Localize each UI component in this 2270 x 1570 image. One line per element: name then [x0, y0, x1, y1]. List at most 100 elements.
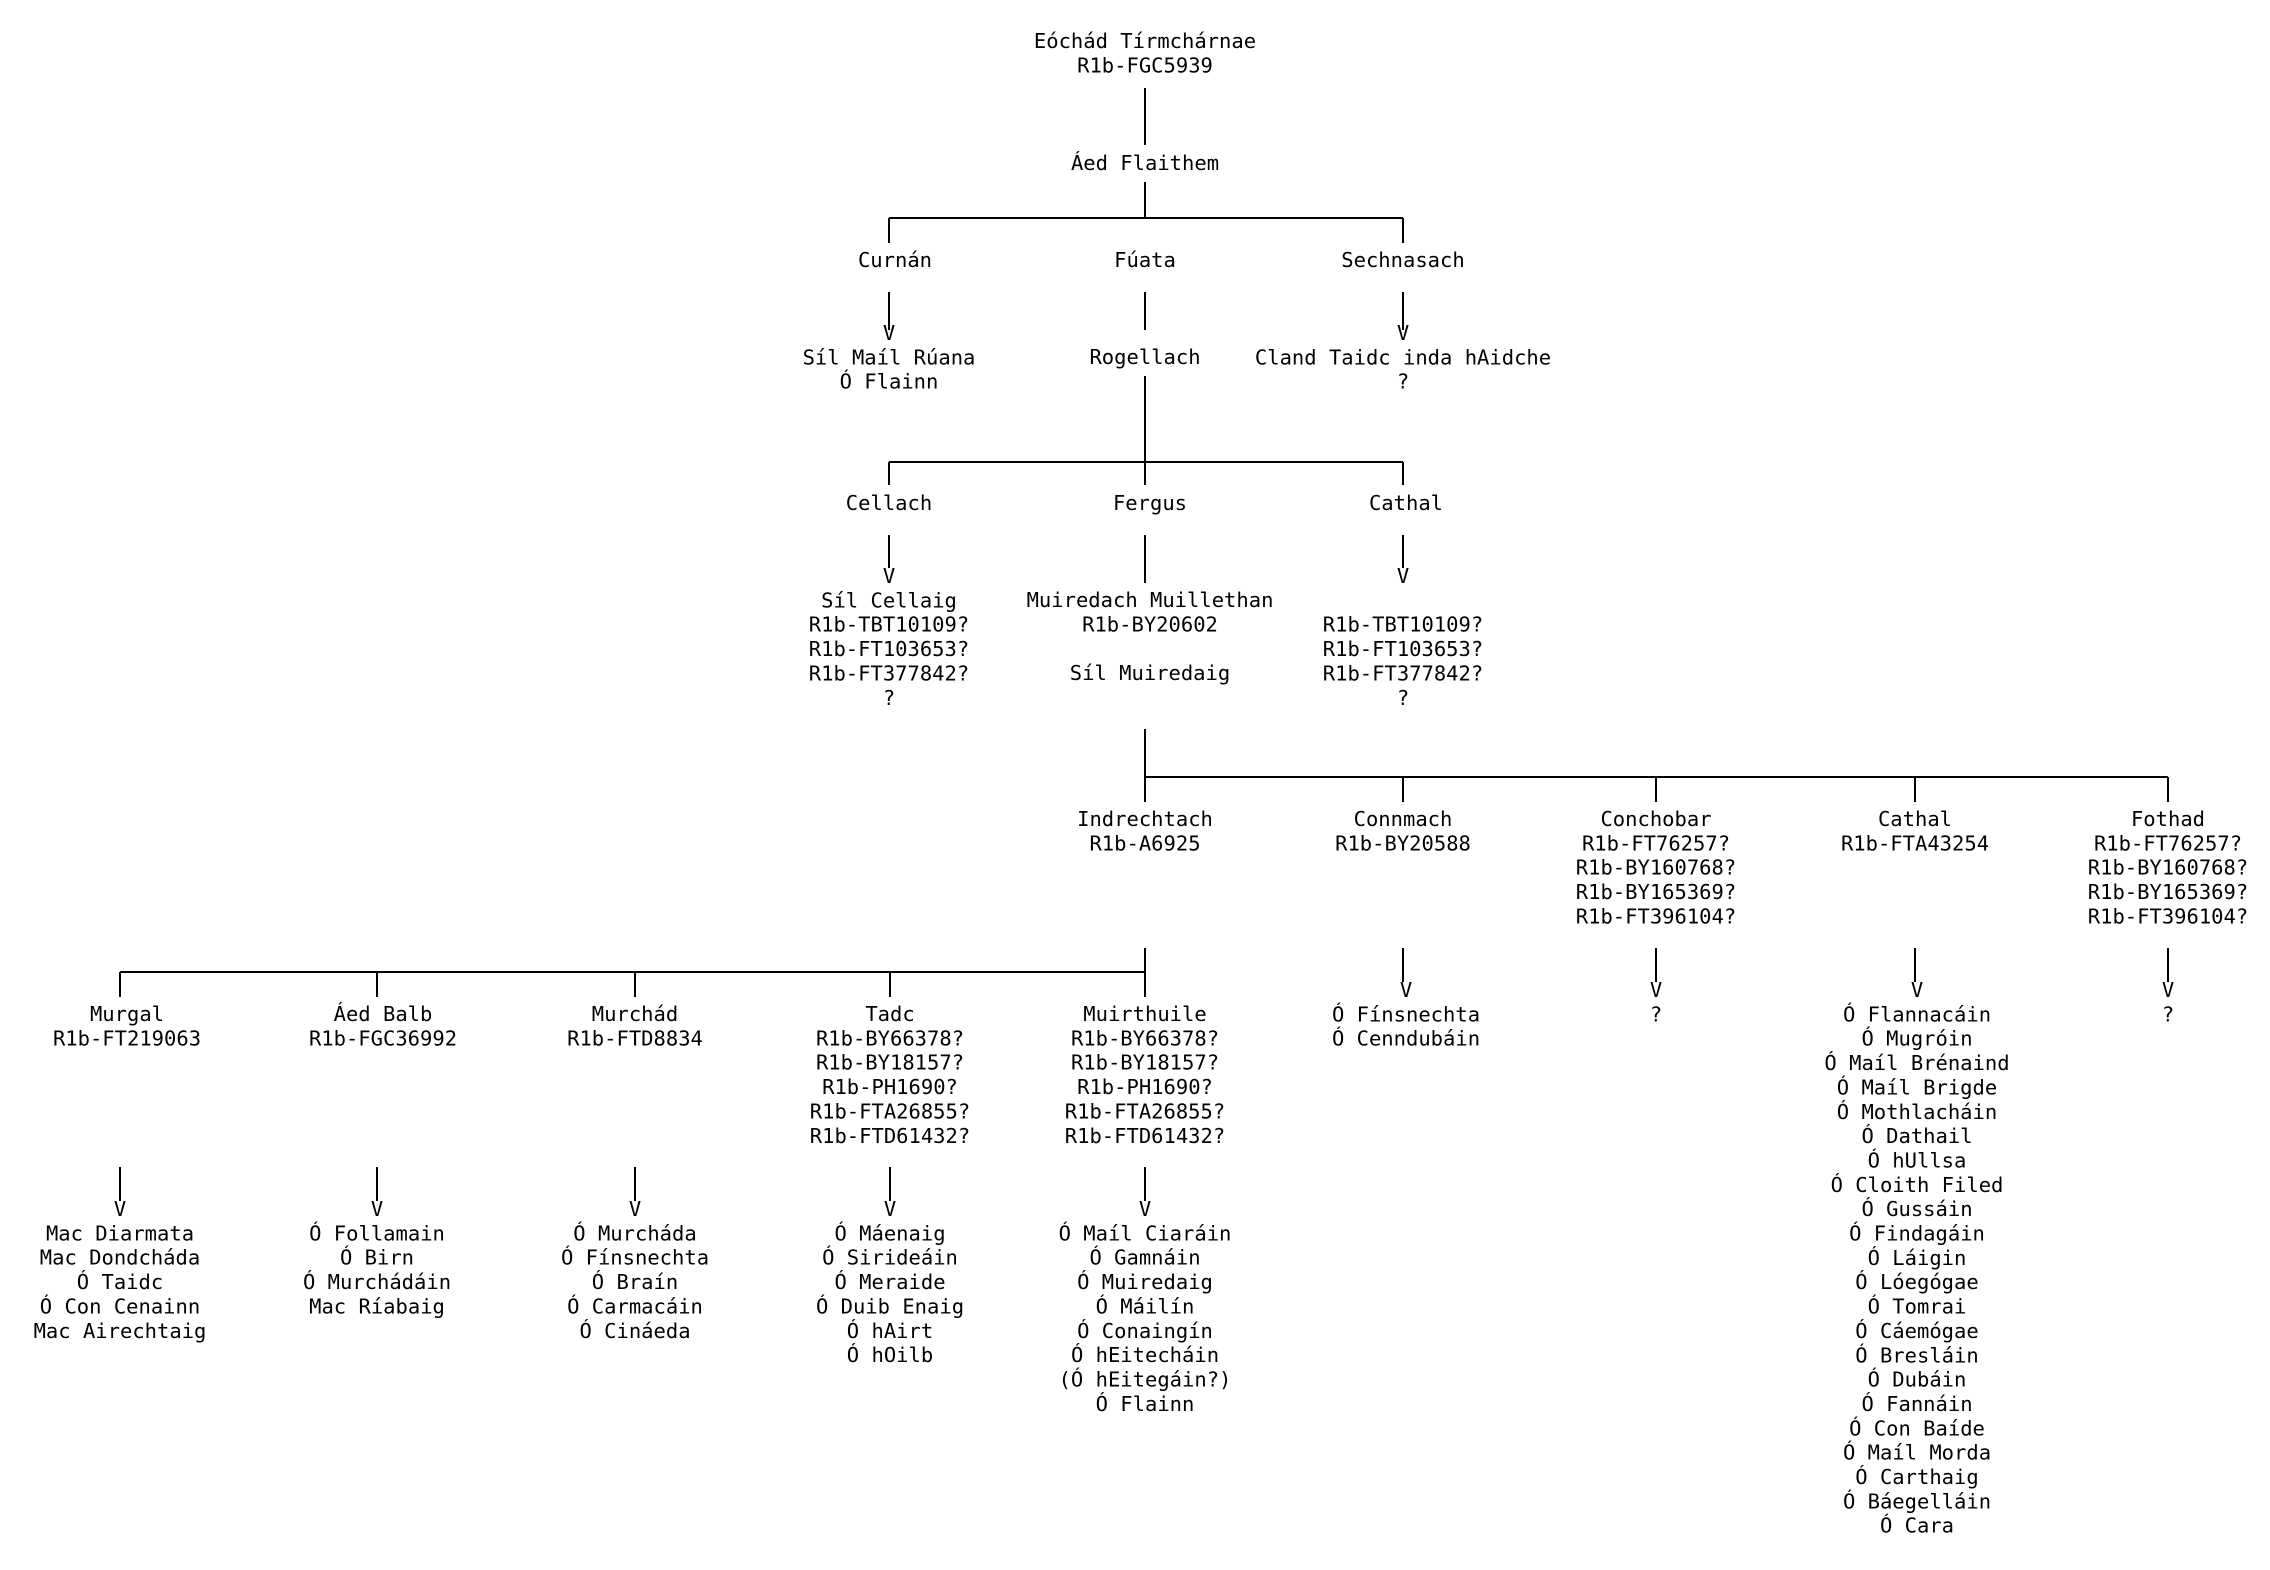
- node-label-line: R1b-FT377842?: [1323, 661, 1483, 685]
- node-label-line: R1b-BY165369?: [1576, 880, 1736, 904]
- node-label-line: R1b-FT396104?: [1576, 904, 1736, 928]
- node-label-line: R1b-FT103653?: [1323, 637, 1483, 661]
- node-label-line: R1b-FTD61432?: [810, 1124, 970, 1148]
- node-label-line: Ó Cináeda: [579, 1318, 690, 1343]
- node-label-line: Ó Duib Enaig: [816, 1293, 964, 1318]
- node-label-line: Ó Flainn: [840, 369, 939, 394]
- node-label-line: Mac Airechtaig: [34, 1319, 207, 1343]
- node-label-line: Ó Taidc: [77, 1269, 163, 1294]
- tree-connectors: [119, 88, 2169, 1201]
- node-label-line: Ó Fínsnechta: [1332, 1001, 1480, 1026]
- node-label-line: Ó Cara: [1880, 1513, 1954, 1538]
- node-label-line: Cathal: [1878, 807, 1952, 831]
- node-label-line: Ó Gamnáin: [1089, 1245, 1200, 1270]
- node-label-line: Cland Taidc inda hAidche: [1255, 345, 1551, 369]
- node-label-line: Muirthuile: [1083, 1002, 1206, 1026]
- node-label-line: Mac Ríabaig: [309, 1294, 445, 1318]
- descent-arrow: V: [883, 564, 895, 588]
- node-label-line: Ó Maíl Ciaráin: [1059, 1220, 1232, 1245]
- node-label-line: Ó Mothlacháin: [1837, 1099, 1997, 1124]
- node-label-line: Ó Follamain: [309, 1220, 445, 1245]
- node-conchobar-desc: V?: [1650, 978, 1662, 1026]
- node-label-line: R1b-FGC36992: [309, 1026, 457, 1050]
- node-fothad-desc: V?: [2162, 978, 2174, 1026]
- node-label-line: Áed Flaithem: [1071, 150, 1219, 175]
- node-label-line: R1b-FT76257?: [2094, 831, 2242, 855]
- node-label-line: Ó Dathail: [1861, 1123, 1972, 1148]
- node-label-line: Murgal: [90, 1002, 164, 1026]
- node-label-line: R1b-TBT10109?: [809, 613, 969, 637]
- node-label-line: Ó Con Cenainn: [40, 1293, 200, 1318]
- node-label-line: Sechnasach: [1341, 248, 1464, 272]
- node-label-line: Murchád: [592, 1002, 678, 1026]
- node-cathal-1-desc: VR1b-TBT10109?R1b-FT103653?R1b-FT377842?…: [1323, 564, 1483, 710]
- node-label-line: R1b-FT219063: [53, 1026, 201, 1050]
- node-label-line: R1b-PH1690?: [822, 1075, 958, 1099]
- node-label-line: Ó Con Baíde: [1849, 1415, 1985, 1440]
- node-label-line: Ó hAirt: [847, 1318, 933, 1343]
- node-label-line: Ó Maíl Morda: [1843, 1440, 1991, 1465]
- node-label-line: Curnán: [858, 248, 932, 272]
- descent-arrow: V: [1397, 321, 1409, 345]
- node-label-line: R1b-FTA26855?: [810, 1099, 970, 1123]
- node-label-line: R1b-FTD61432?: [1065, 1124, 1225, 1148]
- node-label-line: Ó Bresláin: [1855, 1342, 1978, 1367]
- node-curnan: Curnán: [858, 248, 932, 272]
- node-label-line: Ó Máenaig: [834, 1220, 945, 1245]
- node-label-line: R1b-FTA43254: [1841, 831, 1989, 855]
- node-fergus: Fergus: [1113, 491, 1187, 515]
- descent-arrow: V: [1139, 1197, 1151, 1221]
- node-label-line: Ó Findagáin: [1849, 1221, 1985, 1246]
- descent-arrow: V: [1397, 564, 1409, 588]
- node-rogellach: Rogellach: [1089, 345, 1200, 369]
- node-label-line: Áed Balb: [334, 1001, 433, 1026]
- node-label-line: ?: [1397, 686, 1409, 710]
- node-label-line: R1b-FTA26855?: [1065, 1099, 1225, 1123]
- node-label-line: Ó Cáemógae: [1855, 1318, 1978, 1343]
- node-label-line: Ó Fannáin: [1861, 1391, 1972, 1416]
- node-label-line: Cathal: [1369, 491, 1443, 515]
- node-label-line: R1b-FT377842?: [809, 661, 969, 685]
- node-label-line: Ó Flannacáin: [1843, 1001, 1991, 1026]
- node-cellach: Cellach: [846, 491, 932, 515]
- node-label-line: Ó Flainn: [1096, 1391, 1195, 1416]
- node-label-line: Cellach: [846, 491, 932, 515]
- node-label-line: Ó Maíl Brénaind: [1824, 1050, 2009, 1075]
- node-label-line: R1b-BY20602: [1082, 612, 1218, 636]
- descent-arrow: V: [1911, 978, 1923, 1002]
- node-conchobar: Conchobar R1b-FT76257?R1b-BY160768?R1b-B…: [1576, 807, 1736, 928]
- node-label-line: ?: [1397, 370, 1409, 394]
- node-label-line: R1b-BY66378?: [1071, 1026, 1219, 1050]
- node-label-line: ?: [2162, 1002, 2174, 1026]
- node-label-line: Síl Muiredaig: [1070, 661, 1230, 685]
- node-label-line: Mac Diarmata: [46, 1221, 194, 1245]
- node-label-line: Ó Birn: [340, 1245, 414, 1270]
- node-label-line: Rogellach: [1089, 345, 1200, 369]
- node-label-line: Ó Carmacáin: [567, 1293, 703, 1318]
- node-label-line: Connmach: [1354, 807, 1453, 831]
- node-label-line: Tadc: [865, 1002, 914, 1026]
- node-label-line: Ó Braín: [592, 1269, 678, 1294]
- node-label-line: Ó Maíl Brigde: [1837, 1074, 1997, 1099]
- node-label-line: Síl Maíl Rúana: [803, 345, 976, 369]
- node-label-line: Ó Láigin: [1868, 1245, 1967, 1270]
- descent-arrow: V: [884, 1197, 896, 1221]
- node-label-line: Ó Báegelláin: [1843, 1488, 1991, 1513]
- node-label-line: Ó Conaingín: [1077, 1318, 1213, 1343]
- node-label-line: Ó hOilb: [847, 1342, 933, 1367]
- descent-arrow: V: [629, 1197, 641, 1221]
